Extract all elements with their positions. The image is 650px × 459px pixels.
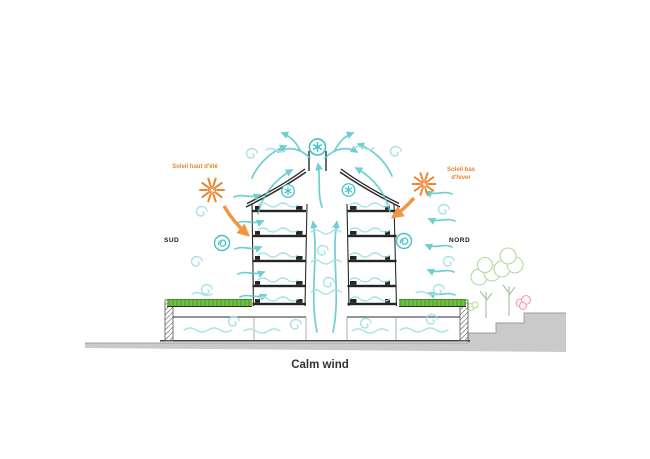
label-winter-sun: Soleil bas d'hiver (446, 167, 475, 182)
solar-elements (199, 172, 437, 237)
label-north: NORD (449, 237, 471, 244)
airflow-arrows (183, 131, 456, 334)
winter-sun-icon (411, 172, 437, 196)
south-facade-vent-icon (213, 234, 231, 252)
ground-terrain (85, 312, 566, 352)
ground-fill (85, 313, 566, 352)
green-roof-south (167, 299, 252, 306)
green-roof-north (399, 299, 466, 306)
south-tower-fan-icon (281, 184, 295, 198)
label-south: SUD (164, 237, 180, 244)
airflow-wavelets (183, 145, 455, 334)
tower-walls (251, 203, 398, 307)
canopy-north (339, 168, 401, 208)
winter-sun-ray-arrow (390, 196, 416, 219)
north-facade-vent-icon (395, 232, 413, 250)
ground-floor-columns (253, 317, 397, 340)
tree-1 (470, 256, 501, 318)
roof-extract-fan-icon (308, 138, 327, 156)
canopy-south (245, 168, 307, 208)
summer-sun-icon (199, 177, 225, 203)
shrub-pink (515, 294, 532, 311)
diagram-caption: Calm wind (291, 359, 349, 371)
landscape-trees (466, 247, 532, 318)
north-tower-fan-icon (341, 183, 356, 197)
tree-2 (493, 247, 524, 316)
green-roofs (167, 299, 466, 306)
summer-sun-ray-arrow (222, 205, 250, 237)
shrub-green (466, 301, 479, 312)
chimney-stack (308, 151, 327, 171)
label-summer-sun: Soleil haut d'été (172, 164, 218, 170)
